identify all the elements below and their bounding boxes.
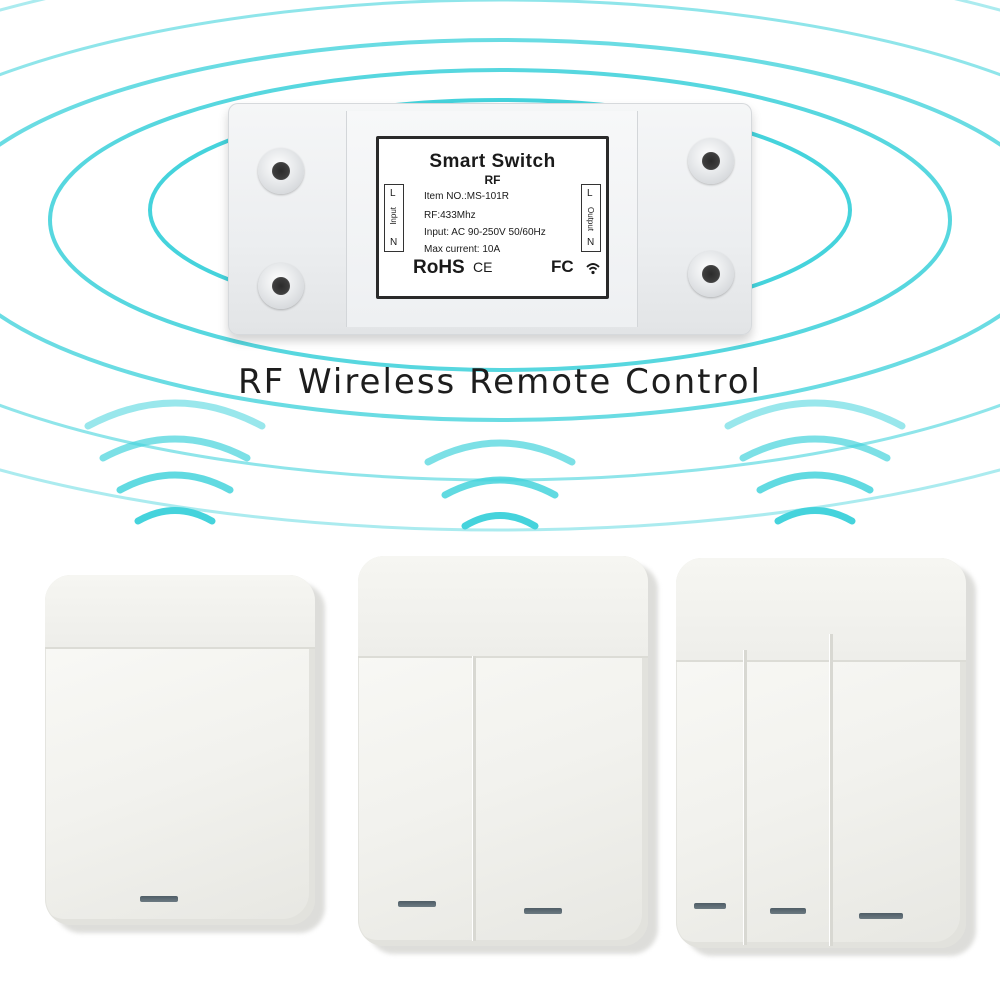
wireless-icon (586, 263, 600, 275)
switch-top-frame (676, 558, 966, 662)
switch-button-2[interactable] (478, 658, 638, 938)
wave-ring (0, 38, 1000, 422)
signal-arc (99, 435, 251, 462)
signal-arc (461, 512, 539, 530)
signal-arc (774, 507, 856, 525)
page-title: RF Wireless Remote Control (238, 362, 762, 402)
signal-arc (134, 507, 216, 525)
indicator-led (694, 903, 726, 909)
input-terminal-box: L Input N (384, 184, 404, 252)
indicator-led (524, 908, 562, 914)
switch-top-frame (45, 575, 315, 649)
output-terminal-n: N (587, 237, 595, 248)
signal-arc (724, 399, 906, 430)
input-terminal-l: L (390, 188, 396, 199)
switch-button-1[interactable] (364, 658, 470, 938)
rohs-mark: RoHS (413, 257, 465, 278)
input-terminal-label: Input (389, 207, 398, 225)
signal-arc (739, 435, 891, 462)
terminal-screw (258, 148, 304, 194)
button-divider (743, 650, 747, 945)
ce-mark: CE (473, 259, 493, 275)
spec-rf: RF:433Mhz (424, 210, 476, 221)
indicator-led (140, 896, 178, 902)
output-terminal-l: L (587, 188, 593, 199)
wave-ring (0, 0, 1000, 532)
spec-max-current: Max current: 10A (424, 244, 501, 255)
indicator-led (770, 908, 806, 914)
signal-arc (424, 439, 576, 466)
signal-arc (756, 471, 874, 494)
indicator-led (859, 913, 903, 919)
label-title: Smart Switch (429, 151, 556, 172)
button-divider (829, 634, 833, 946)
switch-button-1[interactable] (681, 660, 741, 940)
fc-mark: FC (551, 257, 574, 276)
product-label: Smart Switch RF Item NO.:MS-101R RF:433M… (376, 136, 609, 299)
wall-switch-2-gang (358, 556, 658, 954)
terminal-screw (688, 251, 734, 297)
signal-arc (84, 399, 266, 430)
smart-switch-module: Smart Switch RF Item NO.:MS-101R RF:433M… (228, 103, 752, 335)
switch-top-frame (358, 556, 648, 658)
label-subtitle: RF (484, 173, 501, 187)
signal-arc (441, 476, 559, 499)
wall-switch-1-gang (45, 575, 325, 933)
switch-button-3[interactable] (834, 634, 954, 940)
button-divider (472, 656, 476, 941)
terminal-screw (688, 138, 734, 184)
terminal-screw (258, 263, 304, 309)
output-terminal-box: L Output N (581, 184, 601, 252)
signal-arc (116, 471, 234, 494)
spec-item-no: Item NO.:MS-101R (424, 191, 510, 202)
switch-button-2[interactable] (748, 650, 826, 940)
input-terminal-n: N (390, 237, 398, 248)
wave-ring (48, 68, 952, 372)
spec-input: Input: AC 90-250V 50/60Hz (424, 227, 546, 238)
switch-button-1[interactable] (53, 649, 303, 917)
indicator-led (398, 901, 436, 907)
wall-switch-3-gang (676, 558, 976, 956)
output-terminal-label: Output (586, 207, 595, 232)
